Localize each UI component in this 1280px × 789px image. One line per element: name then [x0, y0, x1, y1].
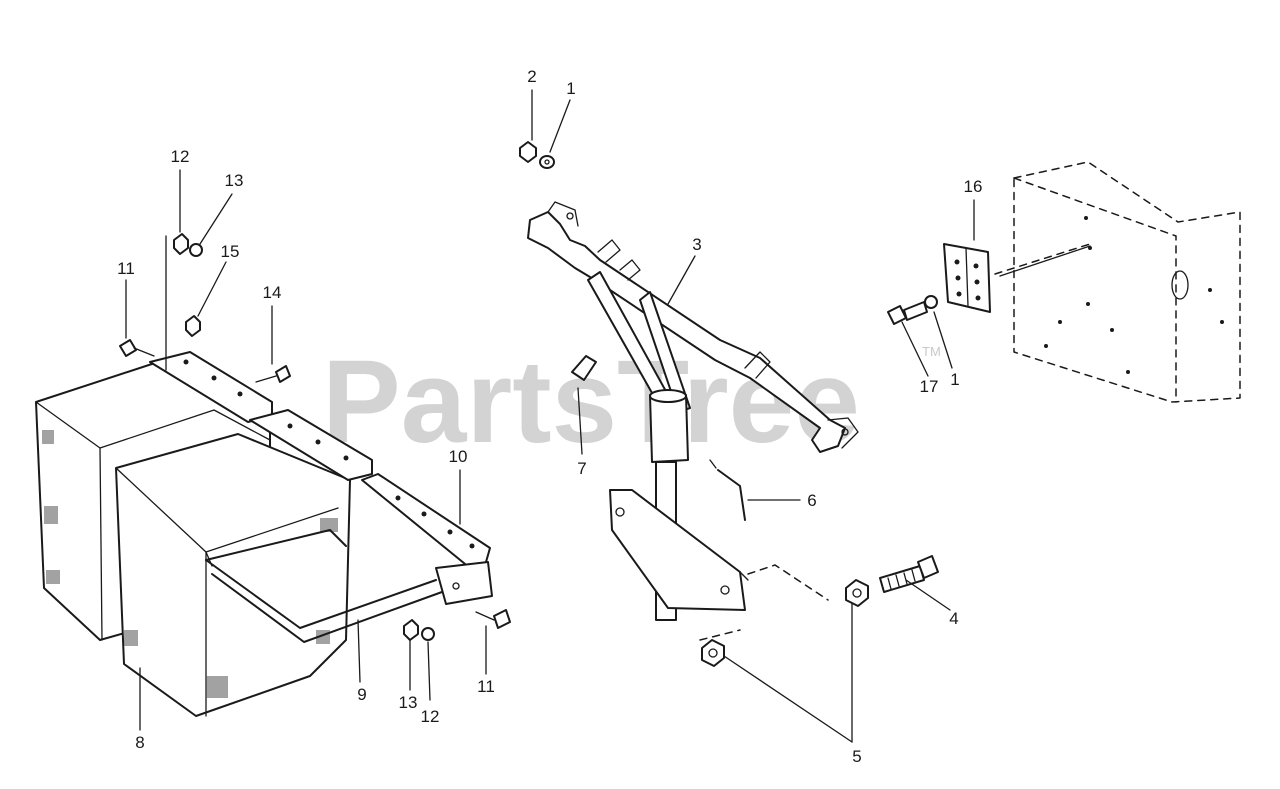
- bagger-bracket-assembly: [527, 201, 859, 641]
- part-10-bag-frame: [149, 351, 493, 605]
- callout-15: 15: [221, 242, 240, 261]
- callout-4: 4: [949, 609, 958, 628]
- watermark-trademark: TM: [922, 344, 941, 359]
- callout-12: 12: [171, 147, 190, 166]
- callout-17: 17: [920, 377, 939, 396]
- callout-16: 16: [964, 177, 983, 196]
- watermark-text: PartsTree: [322, 336, 860, 468]
- mower-housing-outline: [994, 161, 1241, 403]
- callout-11: 11: [117, 259, 135, 278]
- part-1-2-top-hardware: [519, 141, 555, 169]
- callout-labels: 2 1 3 16 12 13 15 11 14 17 1 7 6 10 4 11…: [117, 67, 982, 766]
- callout-8: 8: [135, 733, 144, 752]
- callout-2: 2: [527, 67, 536, 86]
- callout-1: 1: [566, 79, 575, 98]
- callout-13-lower: 13: [399, 693, 418, 712]
- callout-7: 7: [577, 459, 586, 478]
- callout-13: 13: [225, 171, 244, 190]
- part-4-bolt: [879, 555, 939, 593]
- callout-12-lower: 12: [421, 707, 440, 726]
- part-7-clip: [571, 355, 597, 381]
- part-6-pin: [709, 459, 746, 521]
- frame-hardware: [119, 233, 511, 641]
- callout-6: 6: [807, 491, 816, 510]
- part-16-hinge-plate: [943, 243, 991, 313]
- part-5-nuts: [701, 579, 869, 667]
- part-17-bolt: [887, 295, 938, 325]
- callout-11-lower: 11: [477, 677, 495, 696]
- part-9-bag-handle: [205, 529, 443, 643]
- callout-9: 9: [357, 685, 366, 704]
- callout-1-right: 1: [950, 370, 959, 389]
- part-8-grass-bag-front: [115, 433, 351, 717]
- leader-lines: [125, 89, 1091, 743]
- callout-10: 10: [449, 447, 468, 466]
- callout-14: 14: [263, 283, 282, 302]
- callout-3: 3: [692, 235, 701, 254]
- callout-5: 5: [852, 747, 861, 766]
